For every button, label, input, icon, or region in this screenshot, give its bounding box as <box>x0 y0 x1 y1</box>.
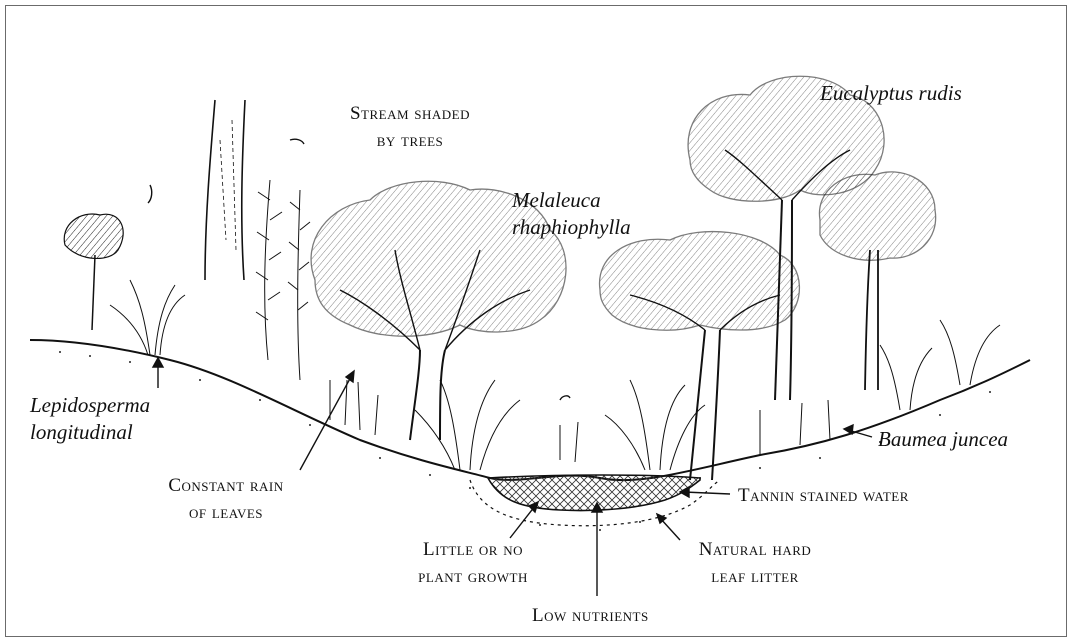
label-constant-rain: Constant rain of leaves <box>148 472 304 526</box>
label-lepidosperma-line2: longitudinal <box>30 419 150 446</box>
label-constant-rain-line2: of leaves <box>148 499 304 526</box>
label-leaf-litter-line1: Natural hard <box>680 536 830 563</box>
label-little-growth: Little or no plant growth <box>400 536 546 590</box>
label-little-growth-line2: plant growth <box>400 563 546 590</box>
label-melaleuca-line1: Melaleuca <box>512 187 631 214</box>
left-small-tree <box>64 214 123 330</box>
right-eucalyptus-tree <box>819 172 935 390</box>
label-baumea: Baumea juncea <box>878 426 1008 453</box>
label-constant-rain-line1: Constant rain <box>148 472 304 499</box>
label-low-nutrients: Low nutrients <box>532 602 649 629</box>
label-leaf-litter-line2: leaf litter <box>680 563 830 590</box>
label-lepidosperma-line1: Lepidosperma <box>30 392 150 419</box>
label-leaf-litter: Natural hard leaf litter <box>680 536 830 590</box>
label-melaleuca: Melaleuca rhaphiophylla <box>512 187 631 241</box>
label-stream-shaded-line2: by trees <box>330 127 490 154</box>
label-eucalyptus: Eucalyptus rudis <box>820 80 962 107</box>
left-trunk <box>205 100 245 280</box>
label-little-growth-line1: Little or no <box>400 536 546 563</box>
label-stream-shaded: Stream shaded by trees <box>330 100 490 154</box>
label-stream-shaded-line1: Stream shaded <box>330 100 490 127</box>
right-melaleuca-tree <box>600 232 800 480</box>
stream-water <box>488 475 700 511</box>
label-melaleuca-line2: rhaphiophylla <box>512 214 631 241</box>
ground-line <box>30 340 1030 480</box>
label-lepidosperma: Lepidosperma longitudinal <box>30 392 150 446</box>
label-tannin: Tannin stained water <box>738 482 909 509</box>
left-shrubs <box>256 180 310 380</box>
